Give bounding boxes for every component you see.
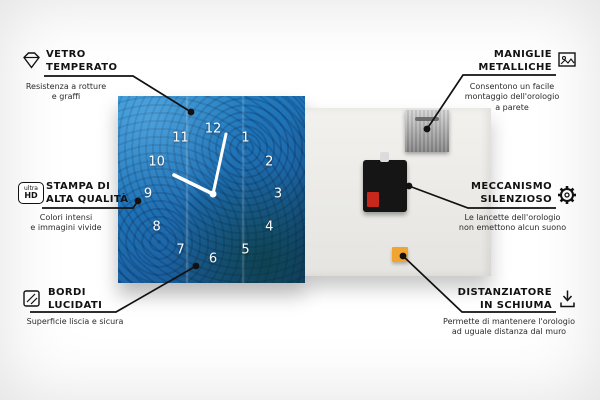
feature-sub-bordi: Superficie liscia e sicura xyxy=(26,317,124,326)
clock-number: 6 xyxy=(208,251,218,267)
clock-hands xyxy=(172,132,228,198)
diamond-icon xyxy=(23,52,40,69)
metal-hanger-plate xyxy=(405,110,449,152)
battery xyxy=(367,192,379,207)
feature-title-bordi: BORDI LUCIDATI xyxy=(48,287,103,311)
gear-icon xyxy=(558,186,576,204)
clock-number: 1 xyxy=(241,130,250,146)
clock-number: 9 xyxy=(143,186,153,202)
clock-number: 8 xyxy=(152,219,161,234)
feature-sub-stampa: Colori intensi e immagini vivide xyxy=(30,213,102,233)
mechanism-hook xyxy=(380,152,389,162)
foam-spacer xyxy=(392,247,408,262)
clock-number: 2 xyxy=(265,154,274,169)
polished-edge-icon xyxy=(23,290,40,307)
spacer-arrow-icon xyxy=(560,290,575,308)
ultra-hd-icon: ultra HD xyxy=(18,182,44,204)
ultra-hd-bottom: HD xyxy=(24,191,38,200)
clock-mechanism xyxy=(363,152,407,212)
feature-sub-maniglie: Consentono un facile montaggio dell'orol… xyxy=(464,82,560,112)
clock-number: 5 xyxy=(241,242,250,258)
feature-title-vetro: VETRO TEMPERATO xyxy=(46,49,118,73)
ultra-hd-top: ultra xyxy=(24,185,38,192)
feature-title-meccanismo: MECCANISMO SILENZIOSO xyxy=(471,181,552,205)
feature-sub-meccanismo: Le lancette dell'orologio non emettono a… xyxy=(458,213,567,233)
clock-number: 4 xyxy=(265,219,274,234)
feature-sub-vetro: Resistenza a rotture e graffi xyxy=(25,82,107,102)
picture-frame-icon xyxy=(558,52,576,67)
feature-sub-distanziatore: Permette di mantenere l'orologio ad ugua… xyxy=(443,317,575,337)
clock-number: 3 xyxy=(273,186,283,202)
feature-title-distanziatore: DISTANZIATORE IN SCHIUMA xyxy=(457,287,552,311)
clock-number: 10 xyxy=(148,154,165,169)
clock-number: 7 xyxy=(176,242,185,258)
clock-number: 11 xyxy=(172,130,189,146)
clock-number: 12 xyxy=(204,121,222,137)
feature-title-stampa: STAMPA DI ALTA QUALITÀ xyxy=(46,181,129,205)
feature-title-maniglie: MANIGLIE METALLICHE xyxy=(478,49,552,73)
hanger-slot xyxy=(415,117,439,121)
